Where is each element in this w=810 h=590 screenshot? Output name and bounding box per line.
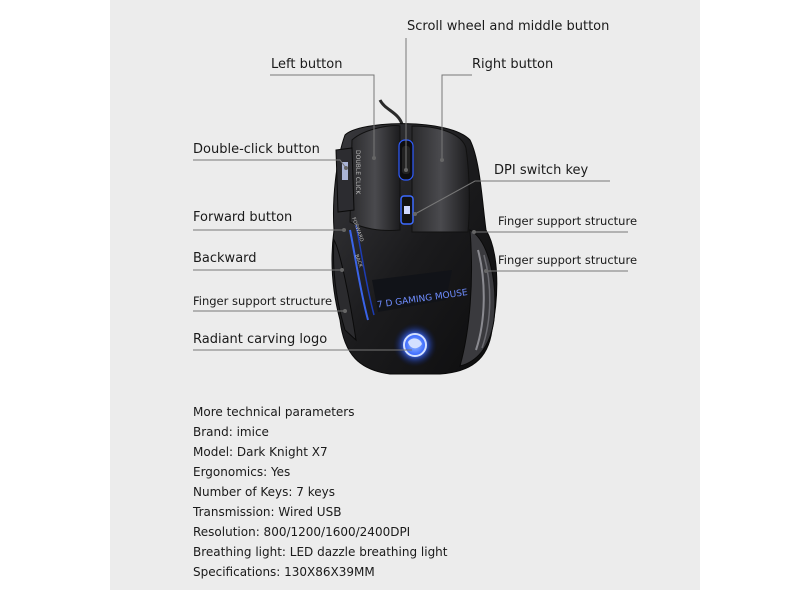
label-finger-support-left: Finger support structure <box>193 294 333 308</box>
label-left-button: Left button <box>271 57 343 72</box>
spec-breathing-light: Breathing light: LED dazzle breathing li… <box>193 545 448 559</box>
left-button-shape <box>349 125 401 231</box>
label-radiant-logo: Radiant carving logo <box>193 332 328 347</box>
label-finger-support-right-1: Finger support structure <box>498 214 638 228</box>
svg-text:DOUBLE CLICK: DOUBLE CLICK <box>354 150 361 195</box>
spec-transmission: Transmission: Wired USB <box>193 505 342 519</box>
svg-text:BACK: BACK <box>353 254 364 269</box>
specs-heading: More technical parameters <box>193 405 355 419</box>
label-finger-support-right-2: Finger support structure <box>498 253 638 267</box>
label-dpi-switch: DPI switch key <box>494 163 589 178</box>
right-button-shape <box>411 125 470 233</box>
label-backward: Backward <box>193 251 257 266</box>
spec-resolution: Resolution: 800/1200/1600/2400DPI <box>193 525 411 539</box>
radiant-logo <box>403 333 427 357</box>
spec-model: Model: Dark Knight X7 <box>193 445 328 459</box>
label-scroll-wheel: Scroll wheel and middle button <box>407 19 610 34</box>
spec-keys: Number of Keys: 7 keys <box>193 485 335 499</box>
mouse-cable <box>378 99 404 125</box>
spec-brand: Brand: imice <box>193 425 269 439</box>
label-double-click: Double-click button <box>193 142 320 157</box>
spec-dimensions: Specifications: 130X86X39MM <box>193 565 375 579</box>
spec-ergonomics: Ergonomics: Yes <box>193 465 291 479</box>
label-forward: Forward button <box>193 210 293 225</box>
label-right-button: Right button <box>472 57 554 72</box>
tech-specs: More technical parameters Brand: imice M… <box>193 404 613 584</box>
